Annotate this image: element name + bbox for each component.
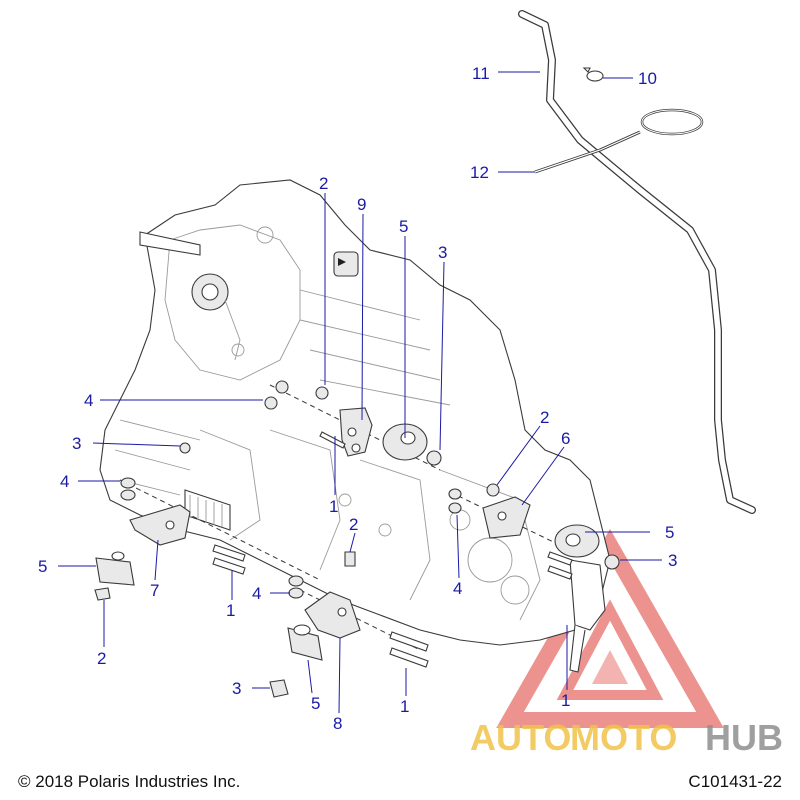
mount-bracket-right xyxy=(482,496,531,539)
callout-1-left: 1 xyxy=(226,601,235,620)
washer-left xyxy=(120,477,136,501)
callout-5-left: 5 xyxy=(38,557,47,576)
watermark-text: AUTO MOTO HUB xyxy=(470,717,783,758)
callout-5-top: 5 xyxy=(399,217,408,236)
callout-10: 10 xyxy=(638,69,657,88)
callout-4-middle: 4 xyxy=(252,584,261,603)
callout-1-bottom: 1 xyxy=(400,697,409,716)
callout-5-bottom: 5 xyxy=(311,694,320,713)
washer-middle xyxy=(288,575,304,599)
callout-2-right: 2 xyxy=(540,408,549,427)
callout-5-right: 5 xyxy=(665,523,674,542)
callout-2-top: 2 xyxy=(319,174,328,193)
callout-2-bottom-left: 2 xyxy=(97,649,106,668)
watermark-moto: MOTO xyxy=(570,717,677,758)
callout-3-top: 3 xyxy=(438,243,447,262)
mount-bracket-lower xyxy=(304,591,361,639)
washer-right xyxy=(448,488,462,514)
alignment-line xyxy=(119,479,321,581)
bolts-left xyxy=(212,544,246,575)
hose-clamp xyxy=(582,67,604,82)
copyright-text: © 2018 Polaris Industries Inc. xyxy=(18,772,241,791)
watermark-auto: AUTO xyxy=(470,717,571,758)
leader-lines xyxy=(58,71,662,714)
nut-upper xyxy=(179,380,442,466)
spacer-right xyxy=(486,483,500,497)
isolator-left xyxy=(95,551,135,586)
bolt-upper xyxy=(319,431,346,449)
cable-tie xyxy=(534,108,704,174)
callout-6: 6 xyxy=(561,429,570,448)
spacer-middle xyxy=(344,551,356,567)
bolts-right xyxy=(547,551,573,580)
diagram-id-text: C101431-22 xyxy=(688,772,782,791)
callout-3-left: 3 xyxy=(72,434,81,453)
callout-8: 8 xyxy=(333,714,342,733)
callout-2-middle: 2 xyxy=(349,515,358,534)
mount-bracket-upper xyxy=(339,407,373,457)
nut-right xyxy=(604,554,620,570)
isolator-lower xyxy=(287,624,323,661)
callout-3-right: 3 xyxy=(668,551,677,570)
bolts-lower xyxy=(389,631,429,668)
callout-3-bottom: 3 xyxy=(232,679,241,698)
callout-9: 9 xyxy=(357,195,366,214)
callout-4-upper-left: 4 xyxy=(84,391,93,410)
nut-lower xyxy=(269,679,289,698)
callout-12: 12 xyxy=(470,163,489,182)
callout-4-left: 4 xyxy=(60,472,69,491)
watermark-hub: HUB xyxy=(705,717,783,758)
spacer-left xyxy=(94,587,111,601)
callout-11: 11 xyxy=(472,64,490,83)
callout-7: 7 xyxy=(150,581,159,600)
isolator-right xyxy=(554,524,600,558)
alignment-line xyxy=(269,384,441,471)
callout-1-center: 1 xyxy=(329,497,338,516)
mount-bracket-left xyxy=(129,504,191,546)
vent-tube xyxy=(518,10,756,514)
callout-1-right: 1 xyxy=(561,691,570,710)
callout-4-right: 4 xyxy=(453,579,462,598)
